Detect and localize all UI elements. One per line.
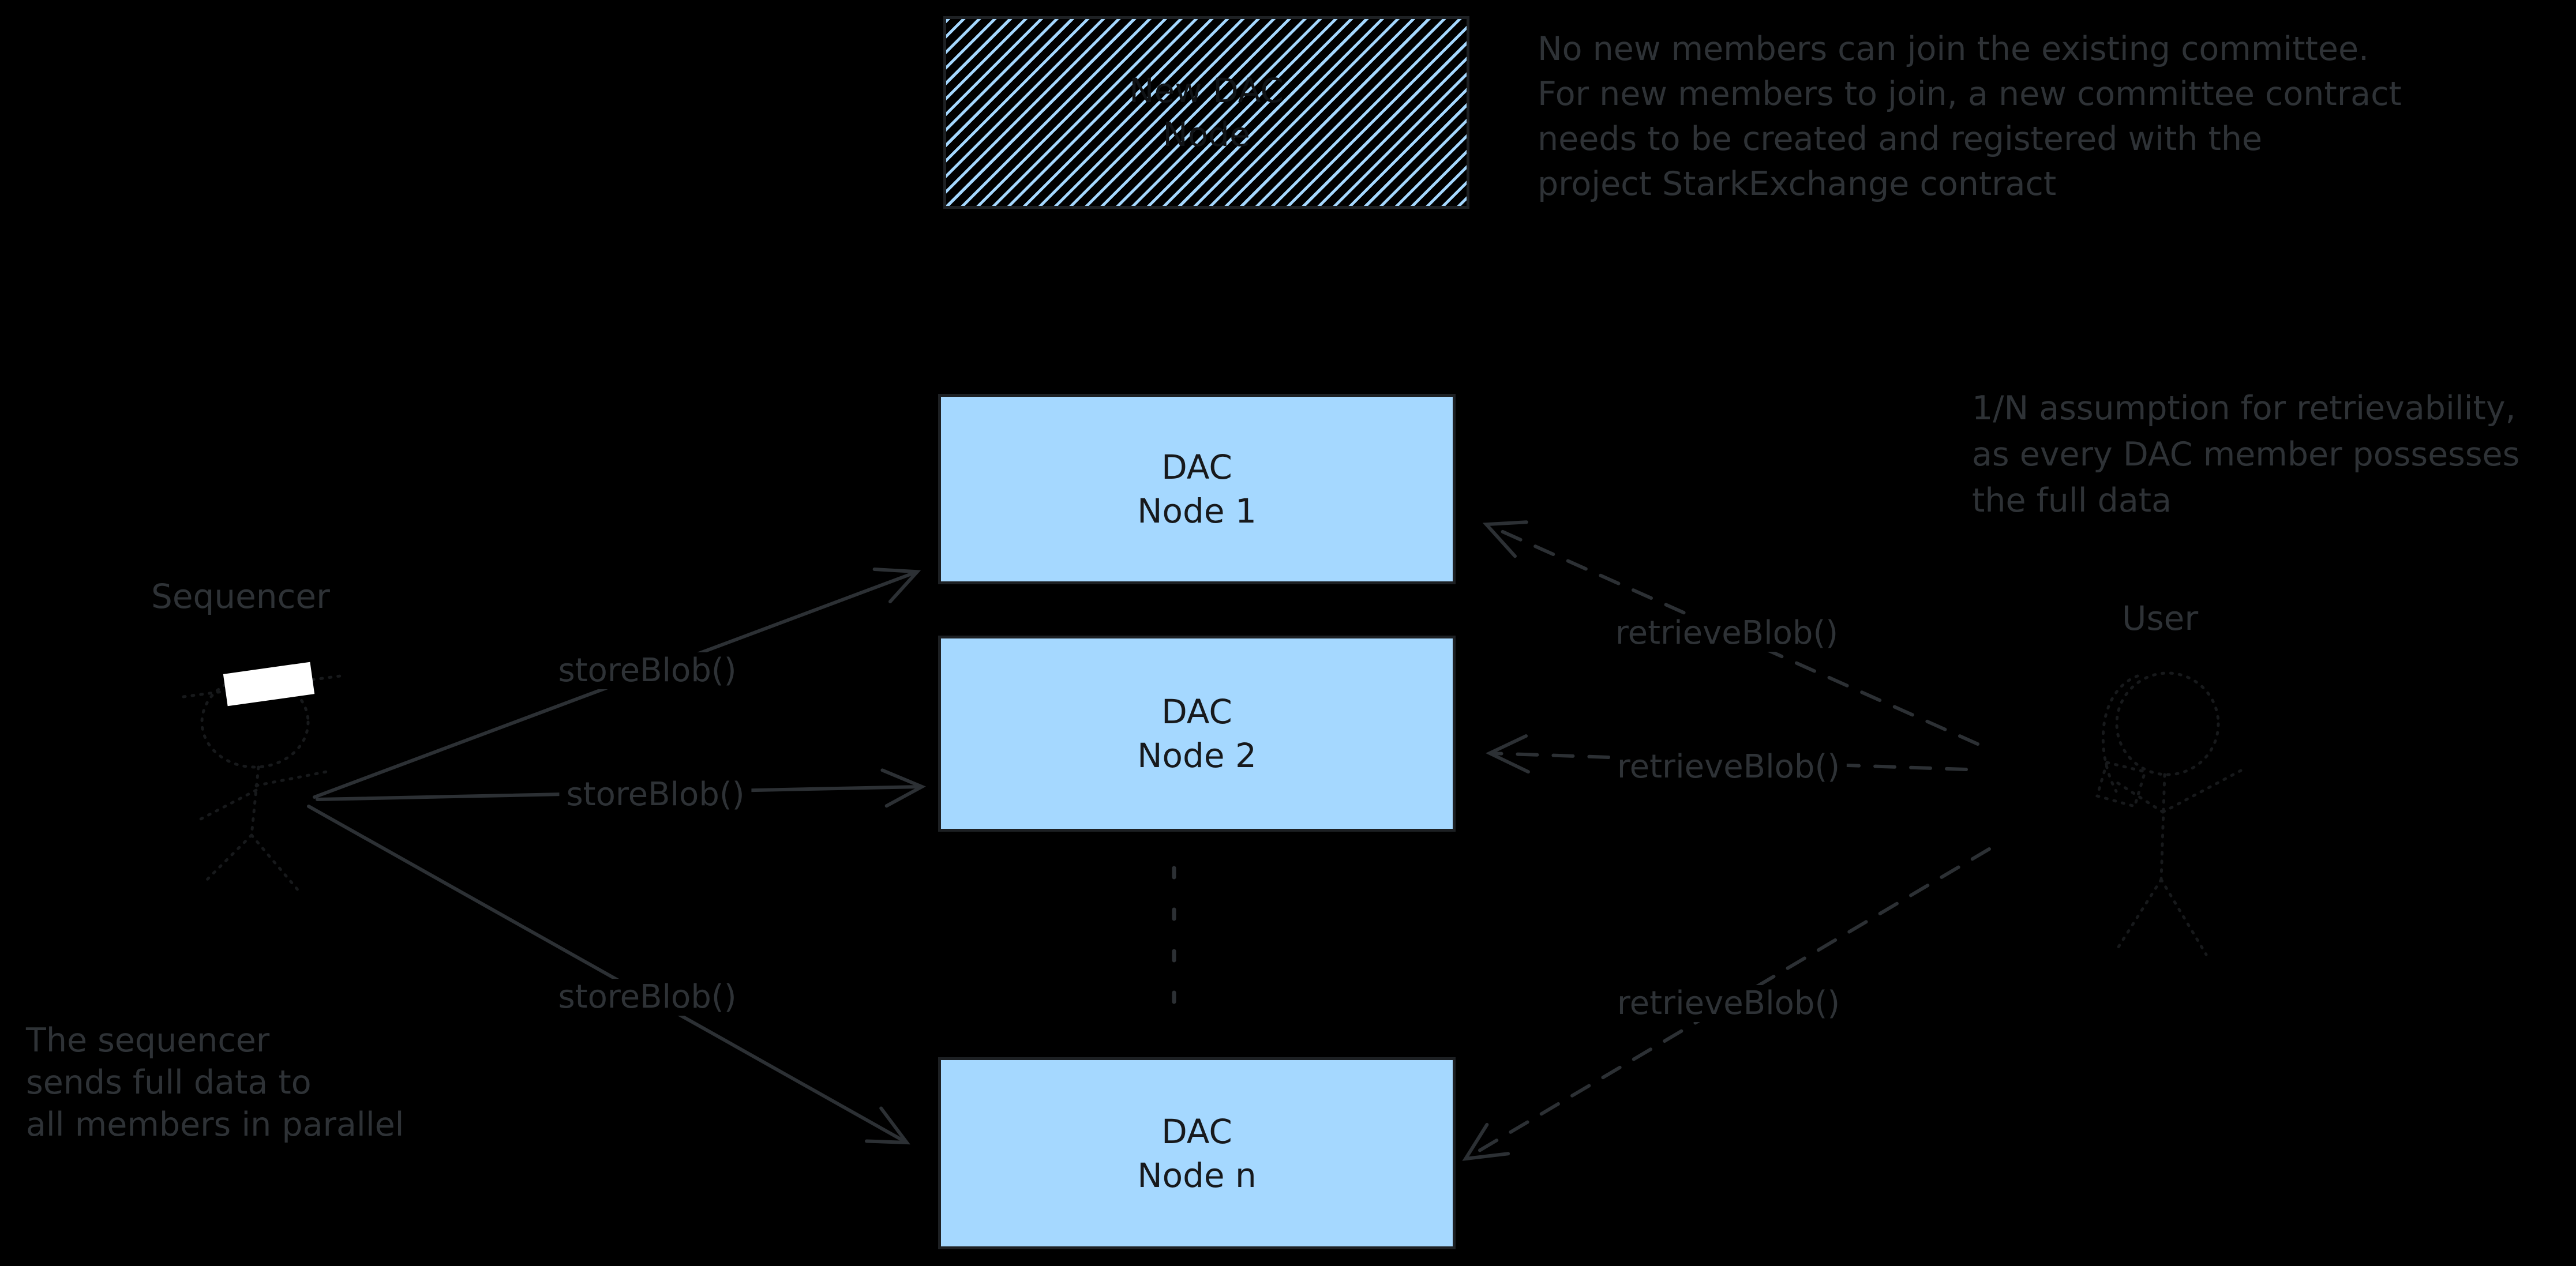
dac-node-1-box: DAC Node 1 xyxy=(938,394,1456,584)
store-blob-label-3: storeBlob() xyxy=(551,979,744,1016)
dac-node-n-line2: Node n xyxy=(1137,1155,1257,1195)
store-blob-label-2: storeBlob() xyxy=(559,776,752,813)
user-figure xyxy=(2095,671,2243,956)
retrieve-blob-label-2: retrieveBlob() xyxy=(1610,749,1847,786)
sequencer-note-line2: sends full data to xyxy=(26,1064,312,1102)
dac-node-2-line1: DAC xyxy=(1161,692,1232,731)
sequencer-figure xyxy=(182,662,342,893)
dac-node-1-line1: DAC xyxy=(1161,448,1232,487)
sequencer-left-leg xyxy=(201,833,253,885)
user-left-arm xyxy=(2111,778,2165,814)
committee-note: No new members can join the existing com… xyxy=(1538,27,2402,206)
sequencer-right-arm xyxy=(254,770,328,787)
retrievability-note: 1/N assumption for retrievability, as ev… xyxy=(1972,385,2519,524)
user-right-leg xyxy=(2159,878,2208,956)
user-head xyxy=(2115,671,2220,776)
committee-note-line4: project StarkExchange contract xyxy=(1538,165,2057,203)
sequencer-body xyxy=(250,765,260,837)
dac-node-2-line2: Node 2 xyxy=(1137,736,1257,775)
sequencer-left-arm xyxy=(199,788,258,821)
dac-node-n-box: DAC Node n xyxy=(938,1057,1456,1249)
retrieve-arrow-node2 xyxy=(1486,734,1968,774)
retrieve-blob-label-1: retrieveBlob() xyxy=(1608,615,1846,652)
sequencer-head xyxy=(200,675,310,769)
new-dac-node-label-line1: New DAC xyxy=(1129,71,1284,110)
dac-node-2-box: DAC Node 2 xyxy=(938,636,1456,832)
sequencer-visor xyxy=(223,662,315,707)
user-right-arm xyxy=(2161,769,2243,814)
user-left-leg xyxy=(2114,878,2163,952)
committee-note-line1: No new members can join the existing com… xyxy=(1538,30,2369,68)
sequencer-label: Sequencer xyxy=(151,577,330,616)
retrievability-note-line3: the full data xyxy=(1972,482,2172,520)
user-phone xyxy=(2095,761,2147,809)
sequencer-right-leg xyxy=(250,833,301,893)
sequencer-note-line1: The sequencer xyxy=(26,1021,270,1060)
store-arrow-node-n xyxy=(307,805,910,1145)
committee-note-line3: needs to be created and registered with … xyxy=(1538,120,2263,158)
store-blob-label-1: storeBlob() xyxy=(551,652,744,689)
user-label: User xyxy=(2122,599,2199,638)
sequencer-note: The sequencer sends full data to all mem… xyxy=(26,1020,404,1146)
dac-node-n-line1: DAC xyxy=(1161,1111,1232,1151)
new-dac-node-box: New DAC Node xyxy=(943,16,1469,209)
retrievability-note-line2: as every DAC member possesses xyxy=(1972,435,2520,474)
dac-node-1-line2: Node 1 xyxy=(1137,491,1257,531)
new-dac-node-label-line2: Node xyxy=(1163,115,1250,154)
committee-note-line2: For new members to join, a new committee… xyxy=(1538,75,2402,113)
sequencer-note-line3: all members in parallel xyxy=(26,1106,404,1144)
retrievability-note-line1: 1/N assumption for retrievability, xyxy=(1972,389,2516,427)
user-hair xyxy=(2101,674,2139,793)
user-body xyxy=(2159,773,2166,881)
retrieve-blob-label-3: retrieveBlob() xyxy=(1610,985,1847,1022)
